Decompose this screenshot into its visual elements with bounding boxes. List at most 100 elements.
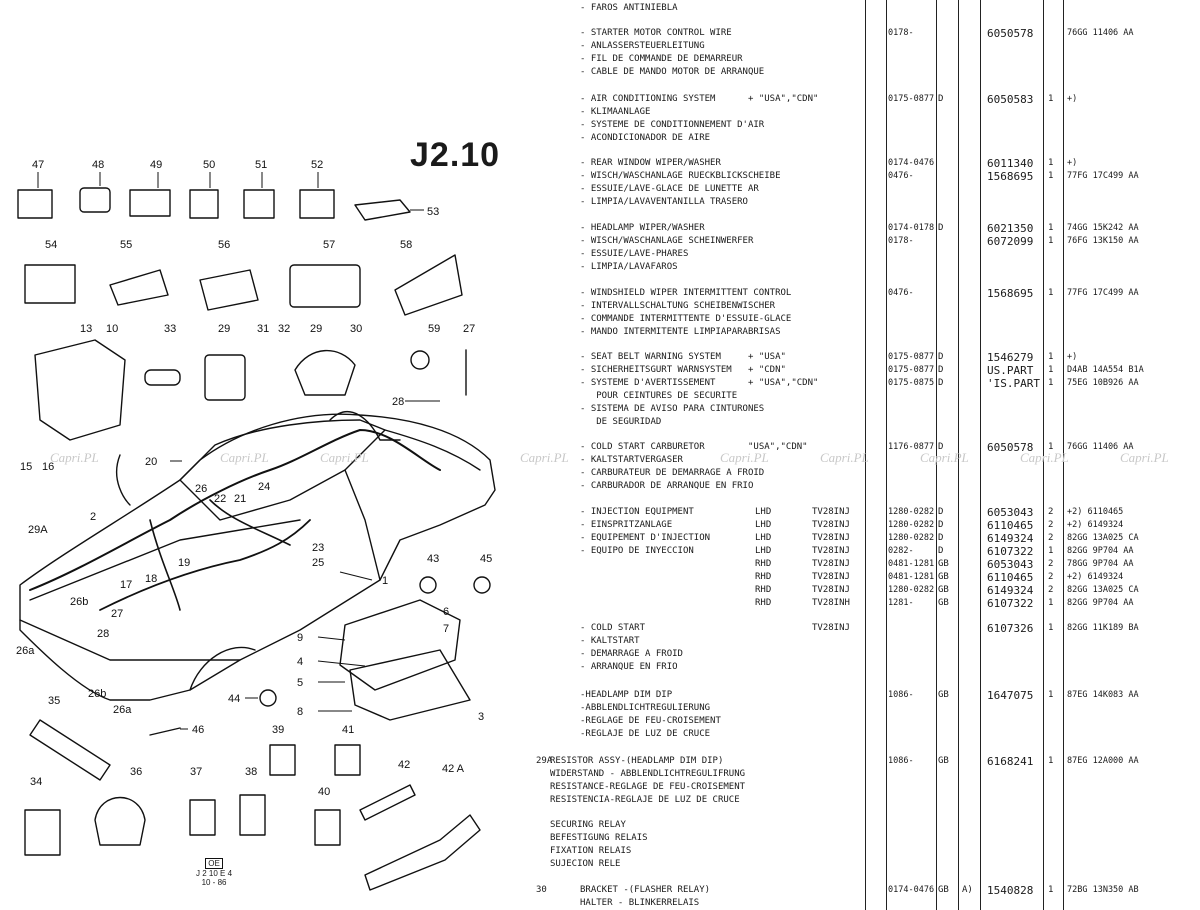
callout: 55 bbox=[120, 239, 132, 251]
watermark: Capri.PL bbox=[520, 450, 569, 465]
callout: 26b bbox=[70, 596, 88, 608]
cell-date: 0174-0178 bbox=[888, 223, 935, 233]
cell-ford: 77FG 17C499 AA bbox=[1067, 171, 1139, 181]
watermark: Capri.PL bbox=[1120, 450, 1169, 465]
callout: 39 bbox=[272, 724, 284, 736]
callout: 51 bbox=[255, 159, 267, 171]
cell-date: 0175-0875 bbox=[888, 378, 935, 388]
cell-qty: 1 bbox=[1048, 352, 1054, 362]
cell-desc: - KLIMAANLAGE bbox=[580, 107, 651, 117]
cell-desc: - WINDSHIELD WIPER INTERMITTENT CONTROL bbox=[580, 288, 792, 298]
cell-qty: 2 bbox=[1048, 585, 1054, 595]
cell-steer: LHD bbox=[755, 507, 772, 517]
cell-part: 6168241 bbox=[987, 755, 1034, 768]
cell-date: 0476- bbox=[888, 171, 914, 181]
cell-ford: 82GG 9P704 AA bbox=[1067, 546, 1134, 556]
cell-desc: - FIL DE COMMANDE DE DEMARREUR bbox=[580, 54, 743, 64]
cell-qty: 1 bbox=[1048, 365, 1054, 375]
cell-steer: LHD bbox=[755, 520, 772, 530]
callout: 54 bbox=[45, 239, 57, 251]
callout: 46 bbox=[192, 724, 204, 736]
callout: 27 bbox=[463, 323, 475, 335]
part-50 bbox=[189, 189, 219, 219]
cell-desc: BRACKET -(FLASHER RELAY) bbox=[580, 885, 711, 895]
cell-mk: D bbox=[938, 533, 944, 543]
cell-desc: -HEADLAMP DIM DIP bbox=[580, 690, 673, 700]
watermark: Capri.PL bbox=[220, 450, 269, 465]
cell-desc: - SYSTEME DE CONDITIONNEMENT D'AIR bbox=[580, 120, 765, 130]
watermark: Capri.PL bbox=[820, 450, 869, 465]
cell-date: 0175-0877 bbox=[888, 365, 935, 375]
stamp-line: J 2 10 E 4 bbox=[196, 869, 233, 878]
cell-eng: TV28INJ bbox=[812, 520, 850, 530]
cell-eng: TV28INJ bbox=[812, 533, 850, 543]
cell-qty: 2 bbox=[1048, 507, 1054, 517]
cell-desc: -REGLAGE DE FEU-CROISEMENT bbox=[580, 716, 721, 726]
cell-desc: - EINSPRITZANLAGE bbox=[580, 520, 673, 530]
callout: 36 bbox=[130, 766, 142, 778]
callout: 3 bbox=[478, 711, 484, 723]
cell-part: 6149324 bbox=[987, 532, 1034, 545]
cell-desc: - LIMPIA/LAVAVENTANILLA TRASERO bbox=[580, 197, 748, 207]
cell-steer: RHD bbox=[755, 559, 772, 569]
callout: 29 bbox=[310, 323, 322, 335]
cell-part: 6053043 bbox=[987, 506, 1034, 519]
cell-desc: - FAROS ANTINIEBLA bbox=[580, 3, 678, 13]
callout: 25 bbox=[312, 557, 324, 569]
cell-desc: - WISCH/WASCHANLAGE SCHEINWERFER bbox=[580, 236, 754, 246]
callout: 7 bbox=[443, 623, 449, 635]
cell-mk: D bbox=[938, 352, 944, 362]
part-33 bbox=[144, 369, 181, 386]
cell-desc: - KALTSTART bbox=[580, 636, 640, 646]
cell-qty: 2 bbox=[1048, 572, 1054, 582]
callout: 37 bbox=[190, 766, 202, 778]
callout: 44 bbox=[228, 693, 240, 705]
cell-ford: +2) 6149324 bbox=[1067, 572, 1124, 582]
cell-desc: - COMMANDE INTERMITTENTE D'ESSUIE-GLACE bbox=[580, 314, 792, 324]
cell-part: 6011340 bbox=[987, 157, 1034, 170]
cell-desc: RESISTANCE-REGLAGE DE FEU-CROISEMENT bbox=[550, 782, 746, 792]
part-43 bbox=[419, 576, 437, 594]
callout: 41 bbox=[342, 724, 354, 736]
cell-desc: HALTER - BLINKERRELAIS bbox=[580, 898, 700, 908]
cell-part: 1540828 bbox=[987, 884, 1034, 897]
cell-part: 6107326 bbox=[987, 622, 1034, 635]
part-40 bbox=[314, 809, 341, 846]
cell-desc: - CABLE DE MANDO MOTOR DE ARRANQUE bbox=[580, 67, 765, 77]
cell-part: 6110465 bbox=[987, 519, 1034, 532]
part-29 bbox=[204, 354, 246, 401]
cell-extra: + "USA","CDN" bbox=[748, 378, 819, 388]
callout: 26a bbox=[113, 704, 132, 716]
cell-date: 1281- bbox=[888, 598, 914, 608]
cell-desc: - SYSTEME D'AVERTISSEMENT bbox=[580, 378, 716, 388]
cell-mk: D bbox=[938, 223, 944, 233]
cell-qty: 2 bbox=[1048, 520, 1054, 530]
callout: 15 bbox=[20, 461, 32, 473]
cell-desc: - AIR CONDITIONING SYSTEM bbox=[580, 94, 716, 104]
cell-mk: D bbox=[938, 378, 944, 388]
cell-desc: - KALTSTARTVERGASER bbox=[580, 455, 683, 465]
cell-ford: +2) 6110465 bbox=[1067, 507, 1124, 517]
part-37 bbox=[189, 799, 216, 836]
cell-desc: - ACONDICIONADOR DE AIRE bbox=[580, 133, 711, 143]
part-42 bbox=[359, 784, 416, 821]
part-54 bbox=[24, 264, 76, 304]
cell-part: 6050578 bbox=[987, 27, 1034, 40]
page-code: J2.10 bbox=[410, 136, 501, 174]
cell-a: A) bbox=[962, 885, 973, 895]
cell-desc: RESISTOR ASSY-(HEADLAMP DIM DIP) bbox=[550, 756, 724, 766]
cell-desc: WIDERSTAND - ABBLENDLICHTREGULIFRUNG bbox=[550, 769, 746, 779]
callout: 23 bbox=[312, 542, 324, 554]
callout: 22 bbox=[214, 493, 226, 505]
part-44 bbox=[259, 689, 277, 707]
cell-eng: TV28INJ bbox=[812, 546, 850, 556]
cell-part: 1568695 bbox=[987, 170, 1034, 183]
cell-qty: 1 bbox=[1048, 598, 1054, 608]
cell-eng: TV28INJ bbox=[812, 559, 850, 569]
cell-mk: GB bbox=[938, 559, 949, 569]
part-51 bbox=[243, 189, 275, 219]
cell-desc: - INJECTION EQUIPMENT bbox=[580, 507, 694, 517]
cell-desc: - ESSUIE/LAVE-PHARES bbox=[580, 249, 689, 259]
part-49 bbox=[129, 189, 171, 217]
cell-desc: - SISTEMA DE AVISO PARA CINTURONES bbox=[580, 404, 765, 414]
